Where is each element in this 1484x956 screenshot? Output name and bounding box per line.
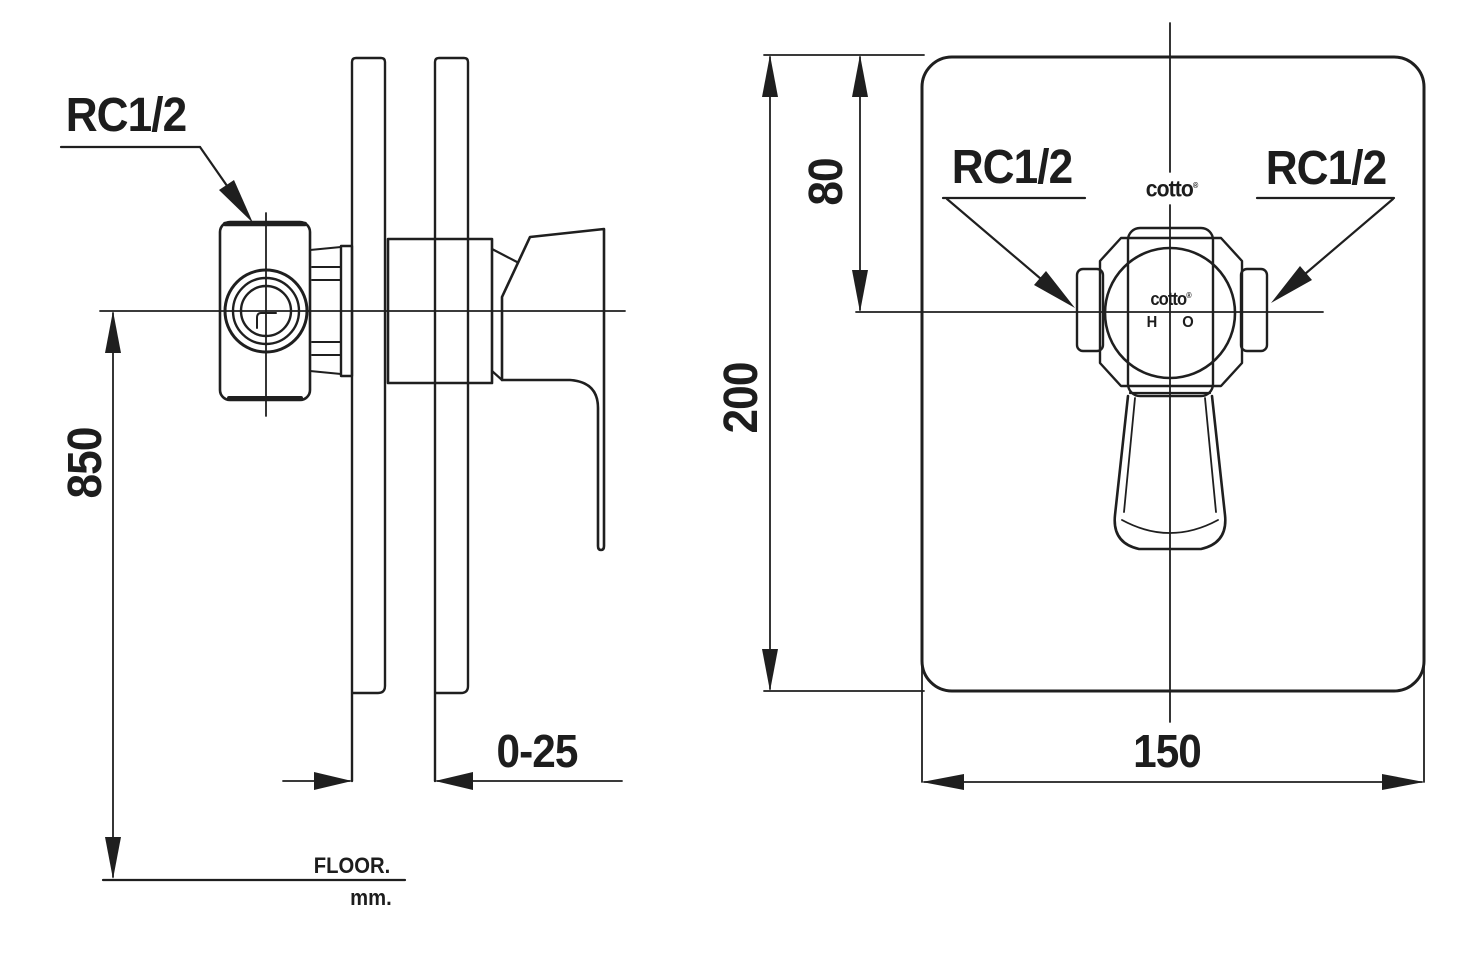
dimension-200 [762, 54, 925, 692]
wall-slab-back [433, 56, 470, 783]
cold-indicator: O [1182, 314, 1194, 331]
cartridge-circle [1103, 246, 1237, 380]
inlet-port-middle-circle [231, 276, 301, 346]
brand-mark-center-icon: ® [1186, 291, 1192, 300]
leader-rc12-right-view-right [1255, 196, 1396, 303]
arrowhead-up [762, 55, 778, 97]
brand-mark-icon: ® [1192, 180, 1199, 190]
brand-logo-top: cotto® [1145, 175, 1199, 202]
lever-handle-front [1113, 391, 1227, 551]
right-view-linework [762, 22, 1426, 790]
right-view-rc12-right-label: RC1/2 [1265, 142, 1387, 195]
inlet-fitting-right [1239, 267, 1269, 353]
dimension-0-25 [282, 772, 623, 790]
inlet-offset-dimension-label: 80 [800, 158, 853, 206]
handle-upper-front [1126, 226, 1215, 398]
leader-rc12-right-view-left [941, 196, 1087, 308]
arrowhead-up [105, 311, 121, 353]
cartridge-housing-side [386, 237, 494, 385]
arrowhead-down [105, 837, 121, 879]
units-label: mm. [350, 885, 392, 910]
leader-rc12-left-view [59, 145, 253, 223]
arrowhead-right [314, 772, 352, 790]
hot-indicator: H [1146, 314, 1158, 331]
dimension-150 [922, 774, 1424, 790]
plate-width-dimension-label: 150 [1133, 725, 1202, 777]
port-notch [256, 312, 277, 329]
adapter-ribs [309, 246, 342, 375]
valve-body-side [218, 220, 312, 402]
floor-reference-label: FLOOR. [313, 853, 391, 878]
height-dimension-label: 850 [59, 427, 112, 499]
arrowhead-left [922, 774, 964, 790]
wall-range-dimension-label: 0-25 [496, 725, 578, 777]
dimension-850 [105, 311, 121, 879]
inlet-port-inner-circle [239, 284, 293, 338]
arrowhead-left [435, 772, 473, 790]
left-view-center-lines [99, 212, 626, 417]
arrowhead-up [852, 55, 868, 97]
dimension-80 [852, 55, 868, 312]
brand-logo-center: cotto® [1150, 290, 1191, 308]
wall-plate-outline [920, 55, 1426, 783]
arrowhead-down [762, 649, 778, 691]
valve-assembly-front [1075, 226, 1269, 398]
leader-arrowhead [1034, 271, 1075, 308]
leader-arrowhead [219, 180, 253, 223]
plate-height-dimension-label: 200 [715, 362, 768, 434]
wall-slab-front [350, 56, 387, 783]
right-view-rc12-left-label: RC1/2 [951, 141, 1073, 194]
brand-logo-top-text: cotto [1145, 175, 1194, 202]
right-view-center-lines [855, 22, 1324, 723]
left-view-rc12-label: RC1/2 [65, 89, 187, 142]
lever-handle-side [490, 227, 606, 552]
arrowhead-down [852, 270, 868, 312]
left-view-linework [59, 56, 626, 882]
inlet-fitting-left [1075, 267, 1105, 353]
arrowhead-right [1382, 774, 1424, 790]
inlet-port-outer-circle [223, 268, 309, 354]
brand-logo-center-text: cotto [1150, 289, 1187, 309]
leader-arrowhead [1271, 266, 1312, 303]
escutcheon-octagon [1098, 236, 1244, 388]
